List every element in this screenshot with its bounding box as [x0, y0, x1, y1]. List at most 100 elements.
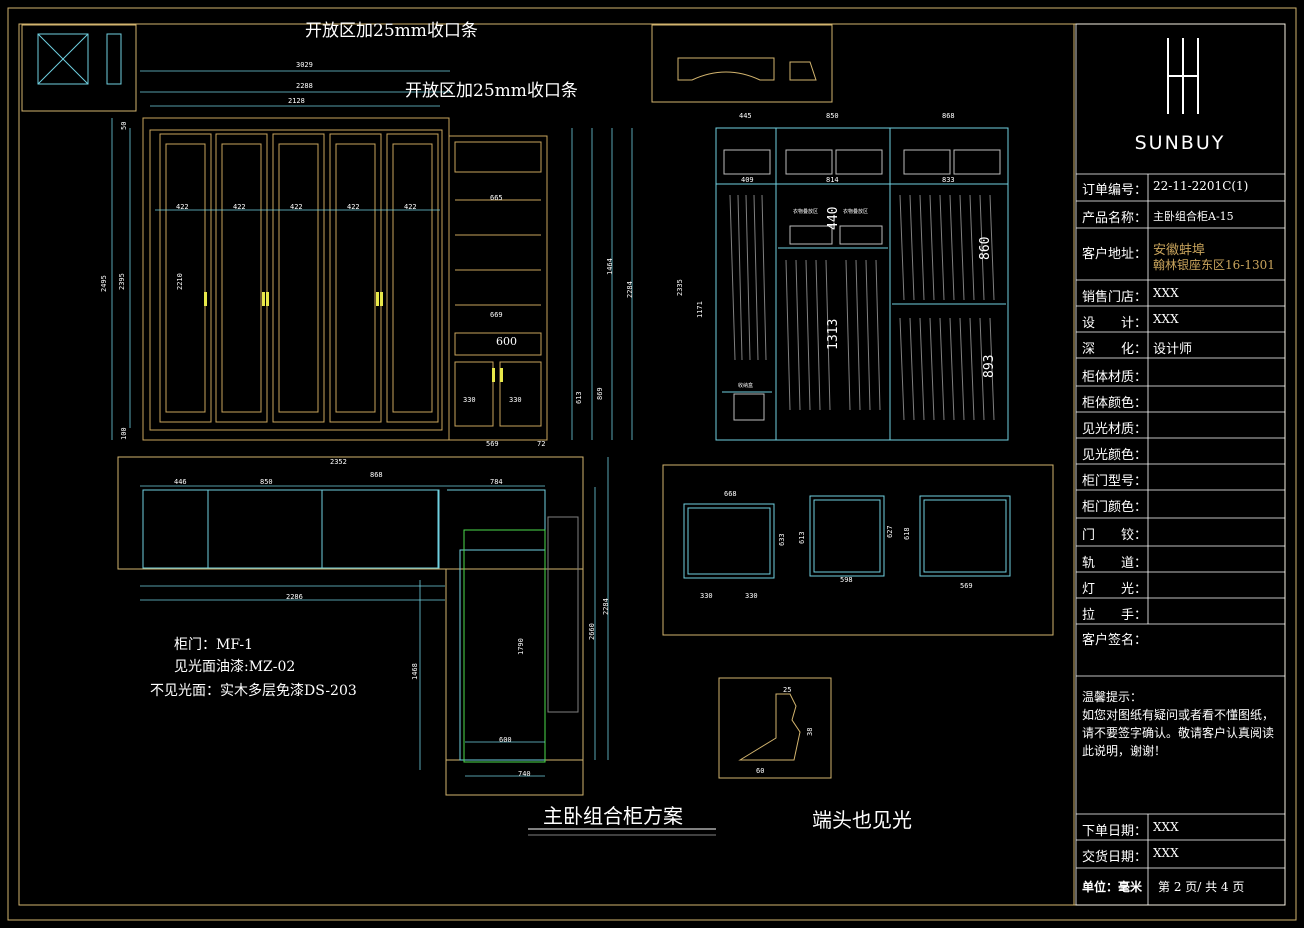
end-profile [740, 694, 800, 760]
note-door: 柜门：MF-1 [174, 634, 253, 654]
store-value: XXX [1153, 286, 1179, 300]
signature-label: 客户签名： [1082, 629, 1147, 648]
dim-door-5: 422 [404, 203, 417, 211]
body-color-label: 柜体颜色： [1082, 392, 1147, 411]
dim-shelf-665: 665 [490, 194, 503, 202]
unit-label: 单位：毫米 [1082, 878, 1142, 895]
end-visible-note: 端头也见光 [812, 804, 912, 833]
dim-plan-2284: 2284 [602, 598, 610, 615]
dim-plan-446: 446 [174, 478, 187, 486]
dim-plan-784: 784 [490, 478, 503, 486]
order-date-value: XXX [1153, 820, 1179, 834]
dim-door-2: 422 [233, 203, 246, 211]
dim-plan-868: 868 [370, 471, 383, 479]
dim-plan-2286: 2286 [286, 593, 303, 601]
dim-box-569: 569 [960, 582, 973, 590]
dim-plan-600: 600 [499, 736, 512, 744]
dim-plan-740: 740 [518, 770, 531, 778]
dim-door-4: 422 [347, 203, 360, 211]
dim-box-618: 618 [903, 527, 911, 540]
light-label: 灯 光： [1082, 578, 1147, 597]
dim-box-668: 668 [724, 490, 737, 498]
door-color-label: 柜门颜色： [1082, 496, 1147, 515]
dim-box-627: 627 [886, 525, 894, 538]
product-value: 主卧组合柜A-15 [1153, 208, 1234, 224]
dim-side-869: 869 [596, 387, 604, 400]
dim-box-330a: 330 [700, 592, 713, 600]
deepen-label: 深 化： [1082, 338, 1147, 357]
front-dimension-lines [112, 71, 632, 440]
inner-label-a: 衣物叠放区 [793, 208, 818, 215]
dim-side-1464: 1464 [606, 258, 614, 275]
dim-top-50: 50 [120, 122, 128, 130]
visible-color-label: 见光颜色： [1082, 444, 1147, 463]
handle-label: 拉 手： [1082, 604, 1147, 623]
dim-front-2: 2288 [296, 82, 313, 90]
hinge-label: 门 铰： [1082, 524, 1147, 543]
detail-box-arch [652, 25, 832, 102]
detail-box-boxes [663, 465, 1053, 635]
dim-plan-2660: 2660 [588, 623, 596, 640]
note-open-area: 开放区加25mm收口条 [405, 76, 578, 101]
detail-box-profile [719, 678, 831, 778]
dim-side-2284: 2284 [626, 281, 634, 298]
dim-int-2335: 2335 [676, 279, 684, 296]
deepen-value: 设计师 [1153, 338, 1192, 357]
inner-label-c: 收纳盒 [738, 382, 753, 389]
dim-box-633: 633 [778, 533, 786, 546]
dim-profile-60: 60 [756, 767, 764, 775]
note-visible-surface: 见光面油漆:MZ-02 [174, 656, 295, 676]
dim-profile-38: 38 [806, 728, 814, 736]
design-label: 设 计： [1082, 312, 1147, 331]
dim-box-613: 613 [798, 531, 806, 544]
note-invisible-surface: 不见光面：实木多层免漆DS-203 [150, 680, 357, 700]
dim-int-893: 893 [982, 355, 997, 378]
note-open-area-top: 开放区加25mm收口条 [305, 16, 478, 41]
delivery-date-value: XXX [1153, 846, 1179, 860]
dim-profile-25: 25 [783, 686, 791, 694]
dim-bottom-100: 100 [120, 427, 128, 440]
page-info: 第 2 页/ 共 4 页 [1158, 878, 1244, 895]
order-no-label: 订单编号： [1082, 179, 1147, 198]
hint-body: 如您对图纸有疑问或者看不懂图纸，请不要签字确认。敬请客户认真阅读此说明，谢谢！ [1082, 706, 1282, 760]
dim-box-330b: 330 [745, 592, 758, 600]
dim-door-3: 422 [290, 203, 303, 211]
design-value: XXX [1153, 312, 1179, 326]
folded-clothes [724, 150, 1000, 420]
dim-height-door: 2210 [176, 273, 184, 290]
dim-plan-1468: 1468 [411, 663, 419, 680]
dim-plan-850: 850 [260, 478, 273, 486]
hanging-clothes [730, 195, 994, 420]
plan-view [118, 457, 583, 795]
title-block: 订单编号： 22-11-2201C(1) 产品名称： 主卧组合柜A-15 客户地… [1076, 24, 1285, 905]
address-line2: 翰林银座东区16-1301 [1153, 256, 1275, 273]
dim-drawer-b: 330 [509, 396, 522, 404]
dim-drawer-a: 330 [463, 396, 476, 404]
plan-dimension-lines [140, 457, 608, 776]
dim-int-1171: 1171 [696, 301, 704, 318]
dim-height-total: 2495 [100, 275, 108, 292]
order-date-label: 下单日期： [1082, 820, 1147, 839]
dim-int-860: 860 [978, 237, 993, 260]
dim-int-1313: 1313 [826, 319, 841, 350]
visible-material-label: 见光材质： [1082, 418, 1147, 437]
address-label: 客户地址： [1082, 243, 1147, 262]
dim-int-833: 833 [942, 176, 955, 184]
dim-side-613: 613 [575, 391, 583, 404]
dim-height-2: 2395 [118, 273, 126, 290]
arch-profile [678, 58, 774, 80]
door-model-label: 柜门型号： [1082, 470, 1147, 489]
dim-open-base: 569 [486, 440, 499, 448]
dim-int-440: 440 [826, 207, 841, 230]
dim-int-814: 814 [826, 176, 839, 184]
rail-label: 轨 道： [1082, 552, 1147, 571]
order-no-value: 22-11-2201C(1) [1153, 179, 1248, 193]
store-label: 销售门店： [1082, 286, 1147, 305]
interior-elevation [716, 128, 1008, 440]
dim-open-72: 72 [537, 440, 545, 448]
dim-int-850: 850 [826, 112, 839, 120]
dim-shelf-669: 669 [490, 311, 503, 319]
inner-label-b: 衣物叠放区 [843, 208, 868, 215]
box-details [684, 496, 1010, 578]
dim-box-598: 598 [840, 576, 853, 584]
